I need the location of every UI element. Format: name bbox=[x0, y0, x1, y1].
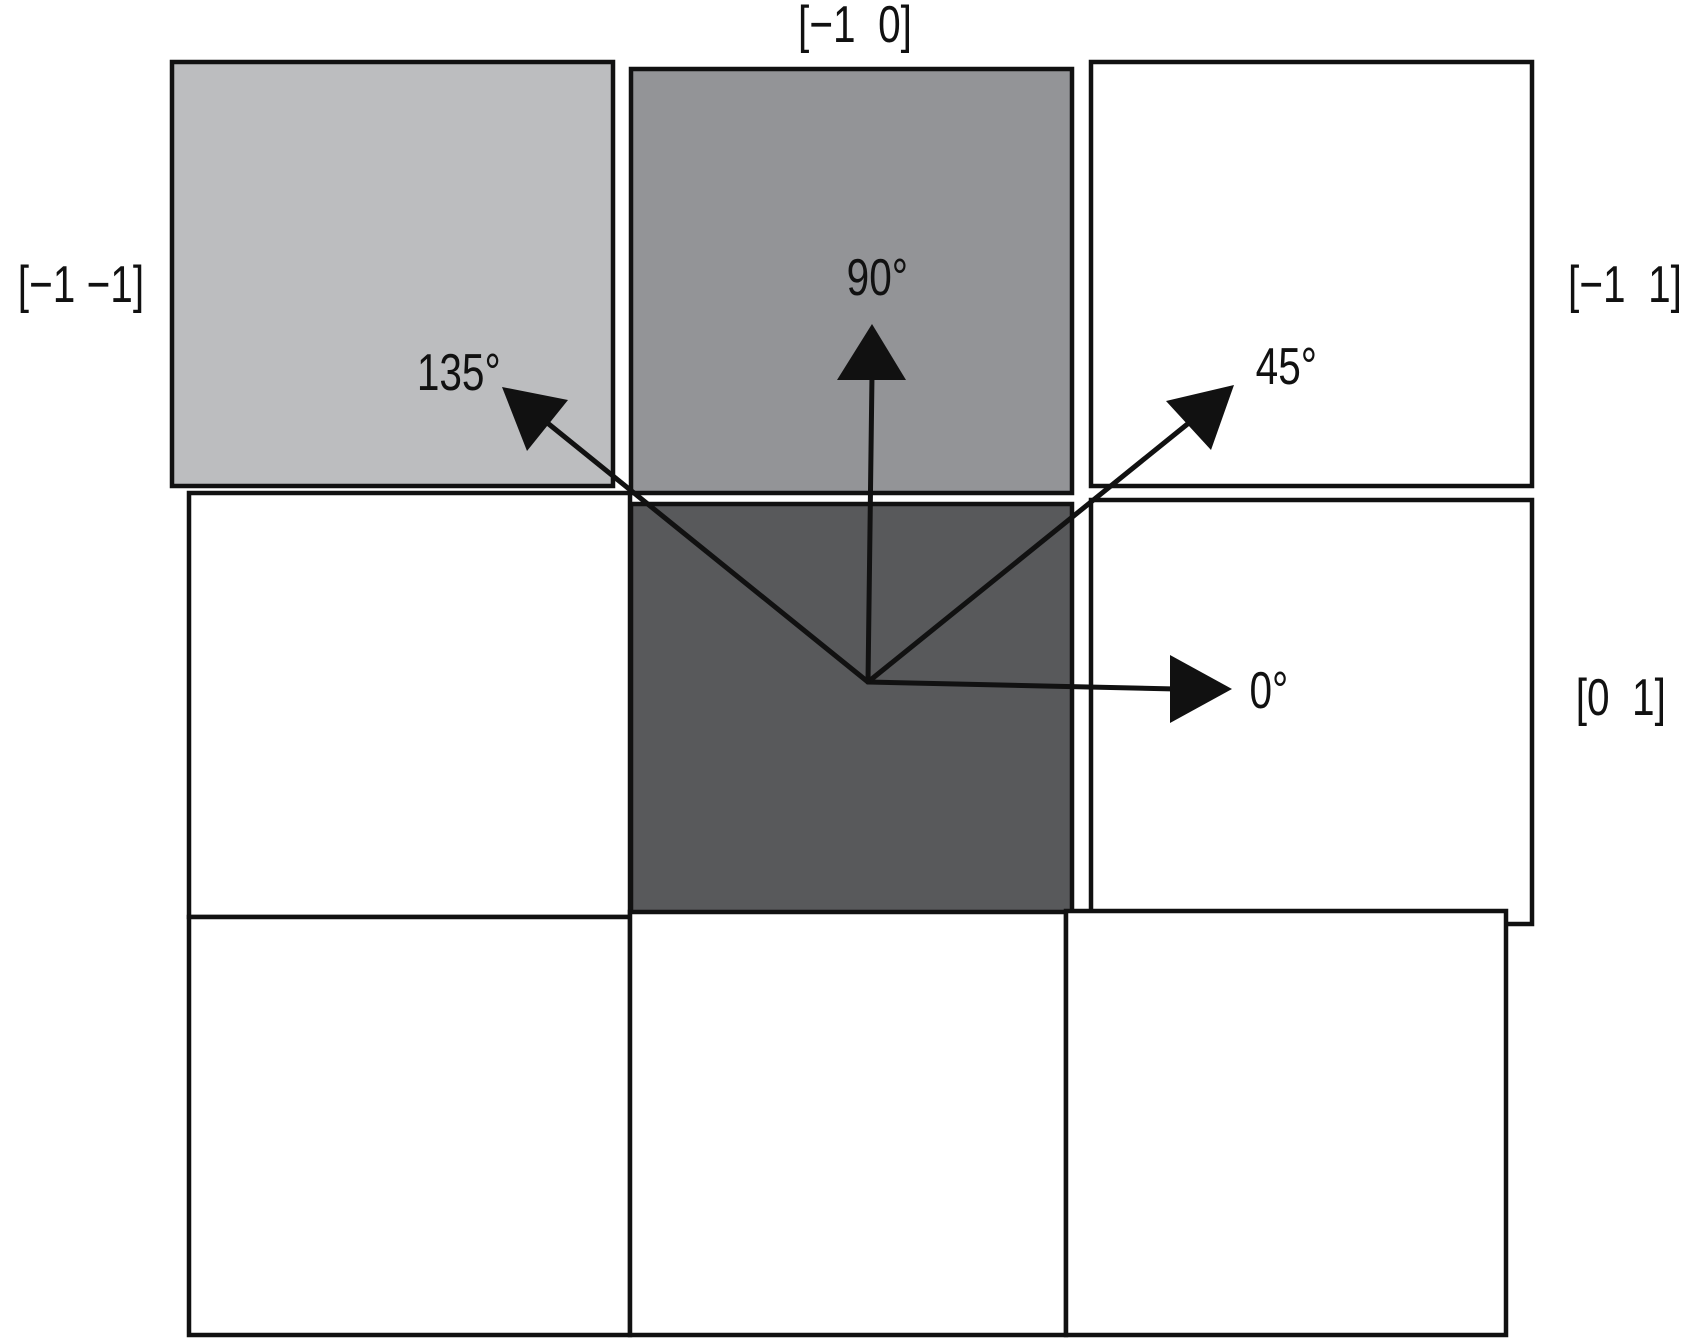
cell-bottom-right bbox=[1063, 908, 1509, 1338]
angle-label-45: 45° bbox=[1256, 337, 1317, 395]
arrow-90-deg bbox=[865, 372, 875, 685]
offset-label-right: [0 1] bbox=[1576, 668, 1666, 726]
arrow-0-deg bbox=[865, 679, 1179, 692]
arrow-135-deg-head bbox=[502, 387, 568, 451]
cell-top-right bbox=[1088, 59, 1535, 489]
arrow-135-deg bbox=[542, 418, 871, 685]
angle-label-90: 90° bbox=[847, 248, 908, 306]
cell-middle-left bbox=[186, 490, 633, 920]
arrow-45-deg-head bbox=[1166, 385, 1234, 450]
arrow-0-deg-head bbox=[1170, 655, 1232, 723]
cell-middle-right bbox=[1088, 497, 1535, 927]
offset-label-top-center: [−1 0] bbox=[798, 0, 912, 53]
cell-top-center bbox=[628, 66, 1075, 496]
cell-bottom-center bbox=[627, 909, 1069, 1338]
angle-label-0: 0° bbox=[1249, 661, 1288, 719]
offset-label-top-left: [−1 −1] bbox=[18, 255, 144, 313]
cell-middle-center bbox=[628, 501, 1075, 917]
offset-label-top-right: [−1 1] bbox=[1568, 255, 1682, 313]
arrow-45-deg bbox=[865, 419, 1193, 685]
angle-label-135: 135° bbox=[417, 343, 501, 401]
arrow-90-deg-head bbox=[837, 324, 906, 380]
cell-bottom-left bbox=[186, 914, 633, 1338]
